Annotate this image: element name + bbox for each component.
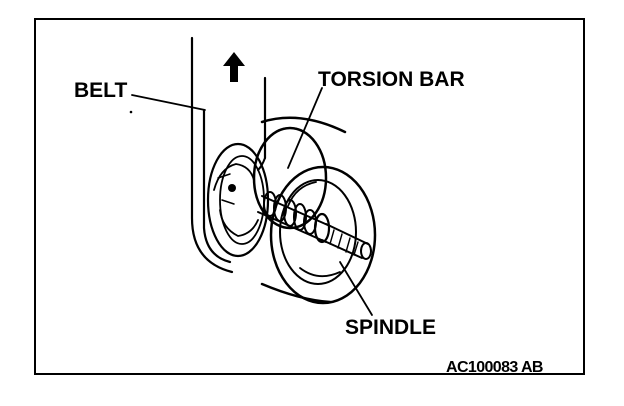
figure-code: AC100083 AB: [446, 359, 543, 376]
belt-webbing: [190, 36, 267, 274]
figure-frame: [34, 18, 585, 375]
torsion-bar: [257, 191, 331, 244]
retractor-drum: [206, 116, 377, 305]
torsion-bar-label: TORSION BAR: [318, 68, 465, 91]
belt-leader-line: [131, 94, 206, 111]
up-arrow-icon: [223, 52, 245, 82]
spindle: [321, 223, 372, 260]
torsion-bar-leader-line: [287, 87, 323, 169]
spindle-leader-line: [339, 261, 373, 316]
belt-label: BELT: [74, 79, 127, 102]
spindle-label: SPINDLE: [345, 316, 436, 339]
